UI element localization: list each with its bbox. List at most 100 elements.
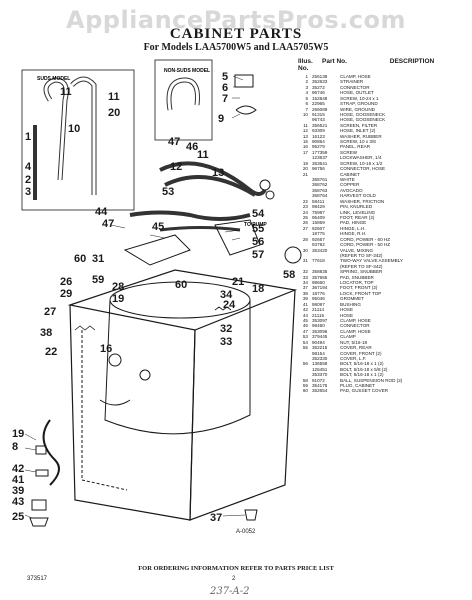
callout-46: 46 <box>186 141 198 153</box>
illus-no-cell: 41 <box>302 301 308 307</box>
callout-27: 27 <box>44 306 56 318</box>
description-cell: CORD, POWER - 60 HZ <box>340 236 391 242</box>
illus-no-cell: 55 <box>302 345 308 351</box>
part-no-cell: 98154 <box>312 350 325 356</box>
illus-no-cell: 24 <box>302 209 308 215</box>
part-no-cell: 256138 <box>312 74 328 79</box>
description-cell: COVER, L.F. <box>340 355 367 361</box>
publication-number: 373517 <box>27 576 48 582</box>
description-cell: HOSE, GOOSENECK <box>340 117 386 123</box>
callout-58: 58 <box>283 269 295 281</box>
description-cell: CONNECTOR <box>340 323 370 329</box>
parts-list-header: Illus. No. Part No. DESCRIPTION <box>298 58 470 72</box>
callout-60b: 60 <box>175 279 187 291</box>
model-subtitle: For Models LAA5700W5 and LAA5705W5 <box>143 42 329 53</box>
part-no-cell: 18775 <box>312 231 325 237</box>
description-cell: BOLT, 5/16-18 x 1 (2) <box>340 361 384 367</box>
description-cell: WASHER, RUBBER <box>340 133 382 139</box>
description-cell: BOLT, 5/16-18 x 1 (2) <box>340 372 384 378</box>
parts-list-row: (REFER TO SF-342) <box>298 253 470 258</box>
callout-31: 31 <box>92 253 104 265</box>
illus-no-cell: 47 <box>302 328 308 334</box>
illus-no-cell: 54 <box>302 339 308 345</box>
description-cell: HINGE, L.H. <box>340 225 366 231</box>
description-cell: PLUG, CABINET <box>340 383 375 389</box>
part-no-cell: 356521 <box>312 122 328 128</box>
suds-model-box <box>21 69 135 211</box>
callout-4: 4 <box>25 161 32 173</box>
description-cell: HOSE <box>340 312 354 318</box>
part-no-cell: 96756 <box>312 166 325 172</box>
non-suds-model-label: NON-SUDS MODEL <box>164 68 210 74</box>
illus-no-cell: 31 <box>302 258 308 264</box>
part-no-cell: 93309 <box>312 128 325 134</box>
part-no-cell: 91072 <box>312 377 325 383</box>
illus-no-cell: 45 <box>302 317 308 323</box>
part-no-cell: 98660 <box>312 280 325 286</box>
description-cell: CORD, POWER - 50 HZ <box>340 242 391 248</box>
part-no-cell: 22965 <box>312 101 325 107</box>
part-no-cell: 95046 <box>312 296 325 302</box>
description-cell: SCREEN, FILTER <box>340 122 378 128</box>
illus-no-cell: 23 <box>302 204 308 210</box>
part-no-cell: 21114 <box>312 307 325 313</box>
callout-13: 13 <box>212 167 224 179</box>
description-cell: PAD, GUSSET COVER <box>340 388 389 394</box>
description-header: DESCRIPTION <box>389 58 435 65</box>
illus-no-cell: 34 <box>302 280 308 286</box>
part-no-cell: 353641 <box>312 160 328 166</box>
callout-26: 26 <box>60 276 72 288</box>
part-no-cell: 357655 <box>312 274 328 280</box>
illus-no-cell: 4 <box>305 90 308 96</box>
illus-no-cell: 11 <box>303 122 308 128</box>
callout-32: 32 <box>220 323 232 335</box>
part-no-cell: 92607 <box>312 225 325 231</box>
illus-no-cell: 1 <box>305 74 308 79</box>
callout-29: 29 <box>60 288 72 300</box>
description-cell: HOSE, GOOSENECK <box>340 111 386 117</box>
callout-55: 55 <box>252 223 264 235</box>
non-suds-model-box <box>154 59 213 141</box>
illus-no-cell: 28 <box>302 236 308 242</box>
description-cell: LINK, LEVELING <box>340 209 376 215</box>
description-cell: WASHER, FRICTION <box>340 198 385 204</box>
part-no-cell: 126451 <box>312 366 328 372</box>
illus-no-cell: 2 <box>305 79 308 85</box>
illus-no-cell: 60 <box>302 388 308 394</box>
description-cell: HARVEST GOLD <box>340 193 376 199</box>
part-no-cell: 136558 <box>312 361 328 367</box>
description-cell: PANEL, REAR <box>340 144 371 150</box>
illus-no-cell: 7 <box>305 106 308 112</box>
illus-no-header: Illus. No. <box>298 58 313 72</box>
part-no-cell: 93782 <box>312 242 325 248</box>
callout-8: 8 <box>12 441 18 453</box>
part-no-cell: 96746 <box>312 90 325 96</box>
part-no-cell: 367194 <box>312 285 328 291</box>
description-cell: CLAMP <box>340 334 356 340</box>
part-no-cell: 18776 <box>312 290 325 296</box>
